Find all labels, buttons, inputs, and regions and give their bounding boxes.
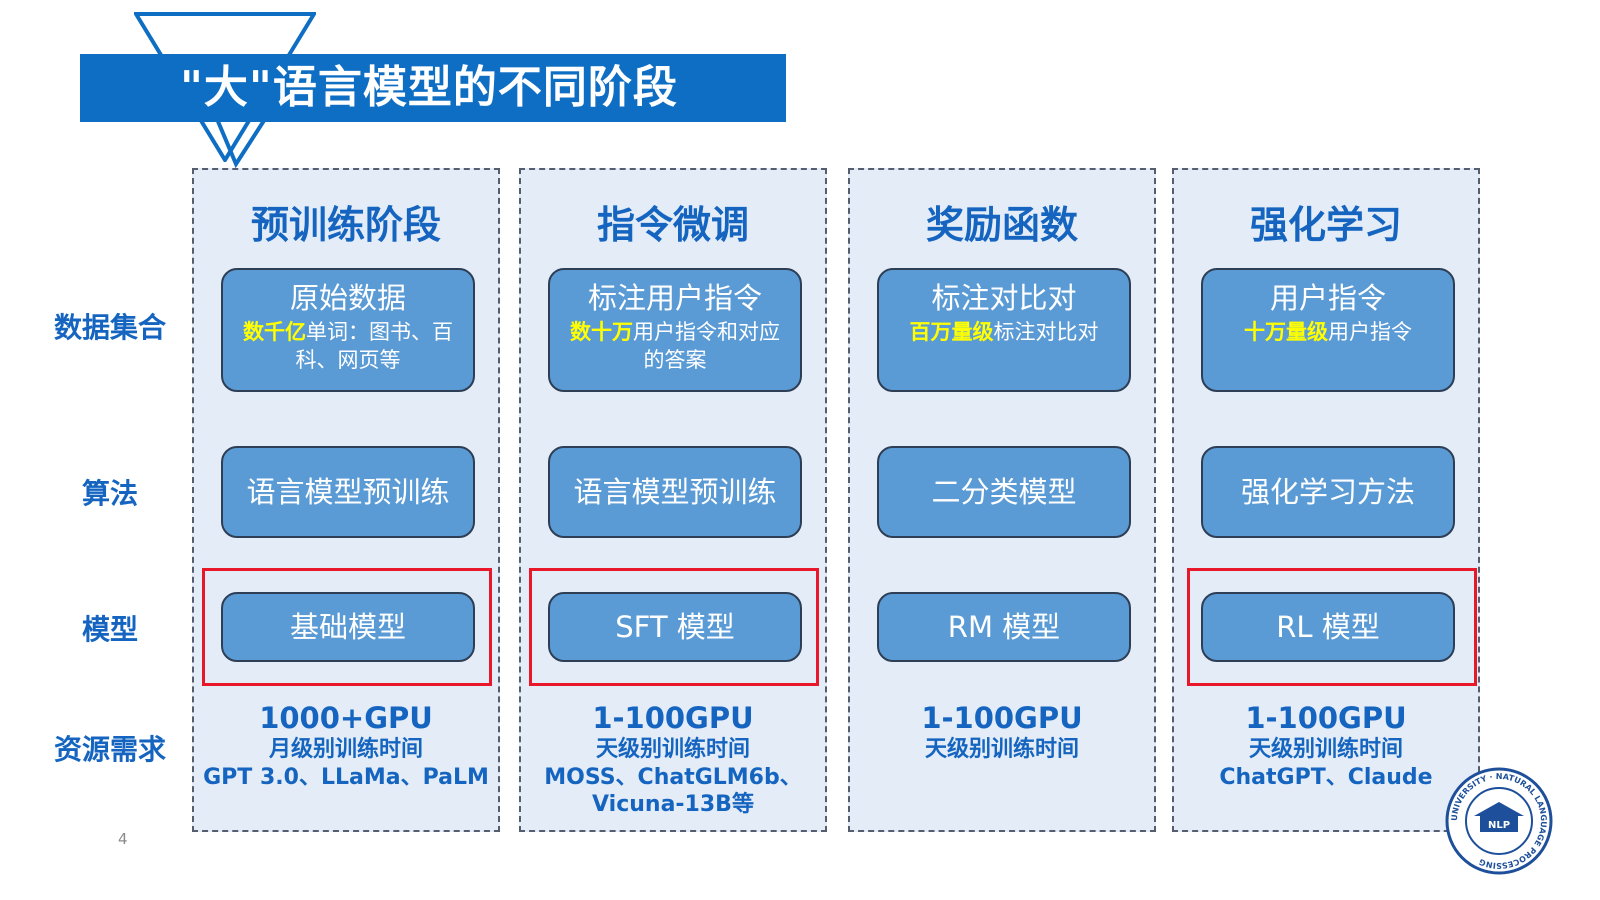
- model-box: RM 模型: [877, 592, 1131, 662]
- data-highlight: 百万量级: [909, 320, 994, 344]
- stage-column-pretraining: 预训练阶段 原始数据 数千亿单词：图书、百科、网页等 语言模型预训练 基础模型 …: [192, 168, 500, 832]
- highlight-frame-sft-model: [529, 568, 819, 686]
- stage-title: 强化学习: [1249, 203, 1402, 247]
- row-label-algorithm: 算法: [81, 477, 138, 510]
- title-bar: [80, 54, 786, 122]
- resource-time: 天级别训练时间: [924, 737, 1079, 762]
- resource-block: 1-100GPU 天级别训练时间: [850, 700, 1154, 764]
- algorithm-box: 强化学习方法: [1201, 446, 1455, 538]
- stage-title: 奖励函数: [925, 203, 1078, 247]
- resource-time: 月级别训练时间: [268, 737, 423, 762]
- data-box-title: 标注用户指令: [587, 281, 762, 315]
- stage-title: 指令微调: [596, 203, 749, 247]
- algorithm-text: 二分类模型: [931, 475, 1077, 509]
- algorithm-box: 语言模型预训练: [548, 446, 802, 538]
- stage-column-reinforcement-learning: 强化学习 用户指令 十万量级用户指令 强化学习方法 RL 模型 1-100GPU…: [1172, 168, 1480, 832]
- row-label-data: 数据集合: [53, 311, 166, 344]
- model-box: SFT 模型: [548, 592, 802, 662]
- resource-gpu: 1-100GPU: [1245, 701, 1407, 735]
- highlight-frame-base-model: [202, 568, 492, 686]
- stage-title: 预训练阶段: [250, 203, 441, 247]
- data-highlight: 十万量级: [1244, 320, 1328, 344]
- model-box: 基础模型: [221, 592, 475, 662]
- logo-center-text: NLP: [1488, 820, 1510, 831]
- data-box-title: 原始数据: [289, 281, 406, 315]
- resource-examples: ChatGPT、Claude: [1219, 765, 1433, 790]
- model-box: RL 模型: [1201, 592, 1455, 662]
- resource-time: 天级别训练时间: [595, 737, 750, 762]
- stage-column-instruction-tuning: 指令微调 标注用户指令 数十万用户指令和对应的答案 语言模型预训练 SFT 模型…: [519, 168, 827, 832]
- data-desc-text: 标注对比对: [993, 320, 1099, 344]
- data-box-title: 用户指令: [1269, 281, 1386, 315]
- data-box: 原始数据 数千亿单词：图书、百科、网页等: [221, 268, 475, 392]
- data-desc-text: 单词：图书、百科、网页等: [295, 320, 454, 372]
- data-box-desc: 百万量级标注对比对: [879, 318, 1129, 346]
- data-desc-text: 用户指令: [1328, 320, 1412, 344]
- data-box: 标注对比对 百万量级标注对比对: [877, 268, 1131, 392]
- resource-examples: GPT 3.0、LLaMa、PaLM: [203, 765, 489, 790]
- resource-gpu: 1-100GPU: [592, 701, 754, 735]
- resource-examples: MOSS、ChatGLM6b、Vicuna-13B等: [544, 765, 802, 817]
- resource-block: 1-100GPU 天级别训练时间 MOSS、ChatGLM6b、Vicuna-1…: [521, 700, 825, 818]
- data-box-title: 标注对比对: [931, 281, 1077, 315]
- page-title: "大"语言模型的不同阶段: [180, 62, 678, 113]
- page-number: 4: [118, 830, 128, 848]
- resource-block: 1-100GPU 天级别训练时间 ChatGPT、Claude: [1174, 700, 1478, 791]
- highlight-frame-rl-model: [1187, 568, 1477, 686]
- model-text: SFT 模型: [615, 610, 735, 644]
- data-highlight: 数千亿: [243, 320, 306, 344]
- data-highlight: 数十万: [570, 320, 633, 344]
- row-label-resources: 资源需求: [53, 733, 166, 766]
- data-box-desc: 数十万用户指令和对应的答案: [550, 318, 800, 374]
- data-box: 标注用户指令 数十万用户指令和对应的答案: [548, 268, 802, 392]
- data-box-desc: 数千亿单词：图书、百科、网页等: [223, 318, 473, 374]
- resource-gpu: 1-100GPU: [921, 701, 1083, 735]
- algorithm-text: 语言模型预训练: [246, 475, 450, 509]
- resource-time: 天级别训练时间: [1248, 737, 1403, 762]
- algorithm-text: 语言模型预训练: [573, 475, 777, 509]
- stage-column-reward-function: 奖励函数 标注对比对 百万量级标注对比对 二分类模型 RM 模型 1-100GP…: [848, 168, 1156, 832]
- university-nlp-logo-icon: UNIVERSITY · NATURAL LANGUAGE PROCESSING…: [1445, 767, 1553, 875]
- row-label-model: 模型: [81, 613, 138, 646]
- algorithm-box: 语言模型预训练: [221, 446, 475, 538]
- data-desc-text: 用户指令和对应的答案: [633, 320, 780, 372]
- resource-block: 1000+GPU 月级别训练时间 GPT 3.0、LLaMa、PaLM: [194, 700, 498, 791]
- model-text: RL 模型: [1276, 610, 1380, 644]
- data-box: 用户指令 十万量级用户指令: [1201, 268, 1455, 392]
- resource-gpu: 1000+GPU: [259, 701, 433, 735]
- algorithm-box: 二分类模型: [877, 446, 1131, 538]
- algorithm-text: 强化学习方法: [1240, 475, 1415, 509]
- data-box-desc: 十万量级用户指令: [1203, 318, 1453, 346]
- model-text: 基础模型: [289, 610, 406, 644]
- model-text: RM 模型: [947, 610, 1061, 644]
